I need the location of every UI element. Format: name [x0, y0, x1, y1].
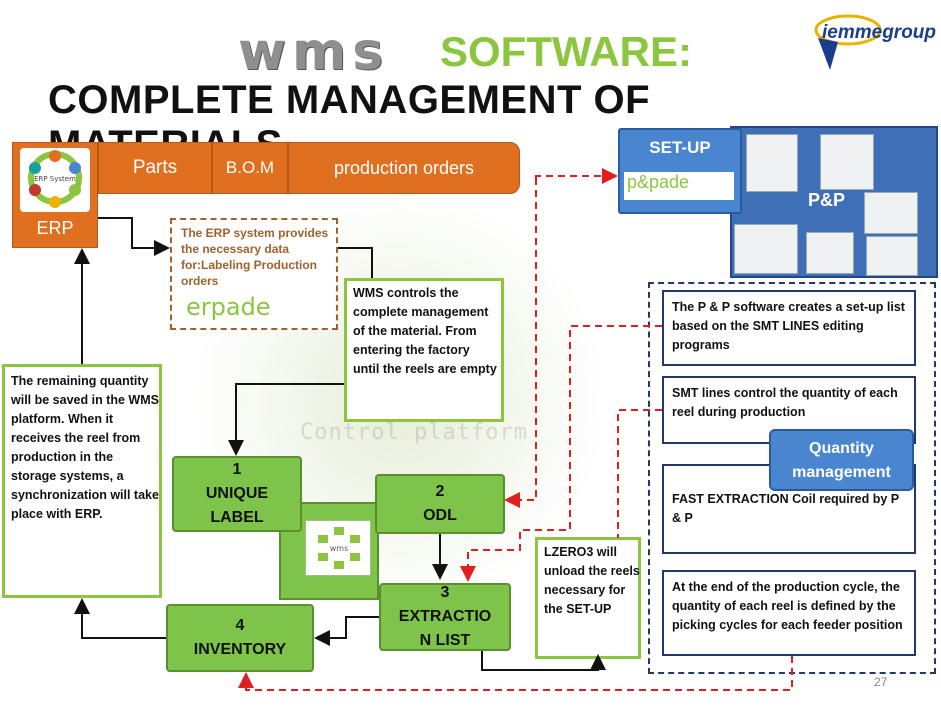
wms-note-box — [344, 278, 504, 422]
pp-label: P&P — [808, 190, 846, 210]
machine-image — [734, 224, 798, 274]
erpade-logo: erpade — [186, 293, 271, 321]
extraction-to-lzero-arrow — [481, 651, 606, 671]
erp-system-icon: ERP System — [20, 148, 90, 212]
erp-note-box — [170, 218, 338, 330]
remaining-note-box — [2, 364, 162, 598]
machine-image — [864, 192, 918, 234]
logo-text: iemmegroup — [822, 22, 937, 43]
tab-bom: B.O.M — [212, 142, 288, 194]
odl-text: ODL — [423, 507, 457, 524]
quantity-management-badge: Quantity management — [769, 429, 914, 491]
iemmegroup-logo — [814, 14, 882, 70]
erp-note-text: The ERP system provides the necessary da… — [181, 226, 329, 288]
wms-note-text: WMS controls the complete management of … — [353, 286, 497, 376]
smt-to-lzero-arrow — [617, 409, 662, 538]
setup-label: SET-UP — [649, 138, 711, 157]
tab-production-orders: production orders — [288, 142, 520, 194]
lzero-note-text: LZERO3 will unload the reels necessary f… — [544, 545, 640, 616]
unique-label-box: 1 UNIQUE LABEL — [172, 456, 302, 532]
wms-center-caption: wms — [330, 544, 349, 553]
setup-list-to-extraction-arrow — [460, 325, 662, 582]
lzero-note-box — [535, 537, 641, 659]
pp-machines-box — [730, 126, 938, 278]
extraction-text: EXTRACTIO N LIST — [398, 608, 492, 649]
unique-label-text: UNIQUE LABEL — [205, 485, 269, 526]
machine-image — [820, 134, 874, 190]
erp-to-note-arrow — [98, 217, 170, 256]
inventory-to-note-arrow — [74, 598, 166, 639]
end-cycle-note: At the end of the production cycle, the … — [662, 570, 916, 656]
inventory-number: 4 — [235, 617, 245, 634]
orders-to-odl-arrow — [504, 178, 537, 508]
remaining-note-text: The remaining quantity will be saved in … — [11, 374, 159, 521]
extraction-number: 3 — [440, 584, 450, 601]
machine-image — [866, 236, 918, 276]
wms-to-label-arrow — [228, 383, 344, 456]
wms-center-logo: wms — [305, 520, 371, 576]
orders-to-setup-arrow — [535, 168, 618, 184]
title-software: SOFTWARE: — [440, 28, 692, 75]
inventory-text: INVENTORY — [193, 641, 287, 658]
setup-list-note: The P & P software creates a set-up list… — [662, 290, 916, 366]
machine-image — [806, 232, 854, 274]
title-wms: wms — [238, 22, 390, 82]
wms-hex-icon: wms — [318, 527, 360, 569]
unique-label-number: 1 — [232, 461, 242, 478]
note-connector — [338, 247, 373, 278]
odl-box: 2 ODL — [375, 474, 505, 534]
machine-image — [746, 134, 798, 192]
extraction-to-inventory-arrow — [314, 616, 379, 646]
odl-number: 2 — [435, 483, 445, 500]
tab-parts: Parts — [98, 142, 212, 194]
smt-control-note: SMT lines control the quantity of each r… — [662, 376, 916, 444]
ppade-logo: p&pade — [624, 172, 734, 200]
erp-label: ERP — [36, 218, 74, 238]
extraction-list-box: 3 EXTRACTIO N LIST — [379, 583, 511, 651]
inventory-box: 4 INVENTORY — [166, 604, 314, 672]
erp-icon-caption: ERP System — [34, 175, 76, 183]
page-number: 27 — [874, 675, 888, 689]
watermark-text: Control platform — [300, 420, 528, 445]
end-cycle-to-inventory-arrow — [238, 656, 793, 691]
